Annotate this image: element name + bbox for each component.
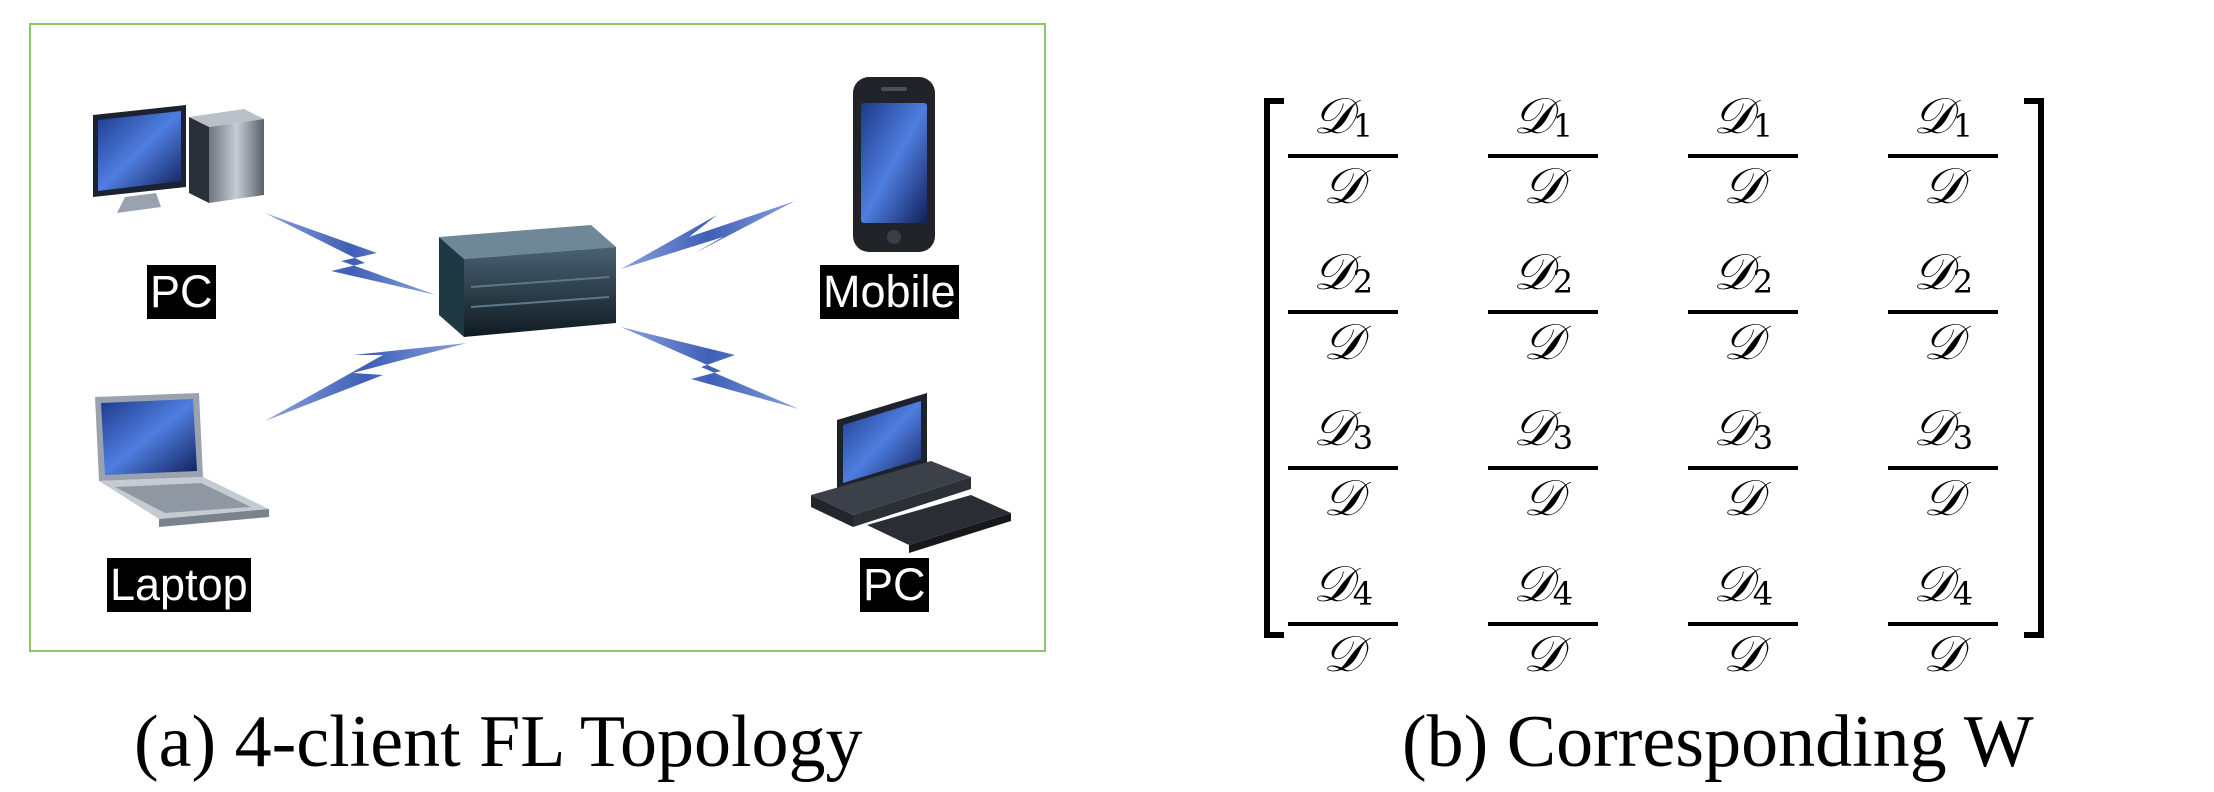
topology-frame: PC Mobile Laptop PC bbox=[29, 23, 1046, 652]
matrix-numerator: 𝒟3 bbox=[1688, 400, 1798, 470]
wireless-link-icon bbox=[265, 343, 467, 421]
terminal-pc-icon bbox=[811, 393, 1011, 553]
matrix-numerator: 𝒟4 bbox=[1488, 556, 1598, 626]
matrix-numerator: 𝒟3 bbox=[1888, 400, 1998, 470]
matrix-numerator: 𝒟1 bbox=[1888, 88, 1998, 158]
matrix-denominator: 𝒟 bbox=[1723, 625, 1763, 683]
matrix-numerator: 𝒟1 bbox=[1488, 88, 1598, 158]
matrix-denominator: 𝒟 bbox=[1323, 157, 1363, 215]
device-label-pc-bottom: PC bbox=[860, 558, 929, 612]
matrix-denominator: 𝒟 bbox=[1723, 313, 1763, 371]
device-label-mobile: Mobile bbox=[820, 265, 959, 319]
matrix-denominator: 𝒟 bbox=[1323, 313, 1363, 371]
matrix-numerator: 𝒟2 bbox=[1688, 244, 1798, 314]
matrix-numerator: 𝒟2 bbox=[1888, 244, 1998, 314]
wireless-link-icon bbox=[621, 327, 799, 409]
laptop-icon bbox=[95, 393, 269, 527]
matrix-denominator: 𝒟 bbox=[1323, 469, 1363, 527]
matrix-right-bracket bbox=[2024, 98, 2044, 638]
matrix-numerator: 𝒟2 bbox=[1288, 244, 1398, 314]
matrix-numerator: 𝒟3 bbox=[1488, 400, 1598, 470]
matrix-numerator: 𝒟4 bbox=[1288, 556, 1398, 626]
matrix-denominator: 𝒟 bbox=[1523, 157, 1563, 215]
matrix-denominator: 𝒟 bbox=[1723, 157, 1763, 215]
caption-panel-b: (b) Corresponding W bbox=[1402, 701, 2034, 783]
device-label-pc-top: PC bbox=[147, 265, 216, 319]
matrix-denominator: 𝒟 bbox=[1723, 469, 1763, 527]
matrix-denominator: 𝒟 bbox=[1523, 469, 1563, 527]
matrix-denominator: 𝒟 bbox=[1923, 313, 1963, 371]
matrix-numerator: 𝒟4 bbox=[1688, 556, 1798, 626]
matrix-numerator: 𝒟4 bbox=[1888, 556, 1998, 626]
wireless-link-icon bbox=[265, 213, 436, 295]
server-icon bbox=[439, 225, 616, 337]
matrix-numerator: 𝒟1 bbox=[1288, 88, 1398, 158]
matrix-denominator: 𝒟 bbox=[1523, 313, 1563, 371]
caption-panel-a: (a) 4-client FL Topology bbox=[134, 701, 863, 783]
matrix-numerator: 𝒟1 bbox=[1688, 88, 1798, 158]
matrix-denominator: 𝒟 bbox=[1523, 625, 1563, 683]
desktop-pc-icon bbox=[93, 105, 264, 213]
matrix-denominator: 𝒟 bbox=[1923, 625, 1963, 683]
matrix-numerator: 𝒟2 bbox=[1488, 244, 1598, 314]
mobile-phone-icon bbox=[853, 77, 935, 252]
wireless-link-icon bbox=[621, 201, 795, 269]
matrix-numerator: 𝒟3 bbox=[1288, 400, 1398, 470]
matrix-left-bracket bbox=[1264, 98, 1284, 638]
matrix-denominator: 𝒟 bbox=[1323, 625, 1363, 683]
topology-diagram bbox=[93, 77, 1011, 553]
matrix-denominator: 𝒟 bbox=[1923, 157, 1963, 215]
device-label-laptop: Laptop bbox=[107, 558, 251, 612]
matrix-denominator: 𝒟 bbox=[1923, 469, 1963, 527]
